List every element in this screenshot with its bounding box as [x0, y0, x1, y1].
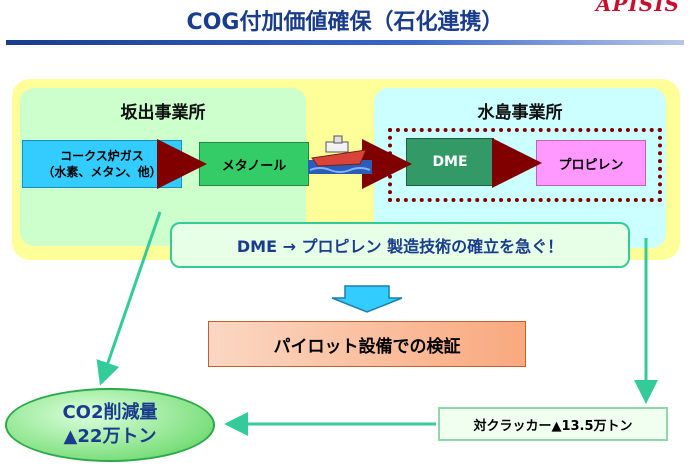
pilot-text: パイロット設備での検証: [273, 336, 461, 357]
arrow-sakaide-to-co2: [96, 211, 162, 386]
dme-box: DME: [406, 138, 494, 186]
propylene-label: プロピレン: [558, 157, 624, 173]
sakaide-site-label: 坂出事業所: [120, 103, 206, 123]
methanol-label: メタノール: [221, 158, 287, 174]
co2-reduction-ellipse: CO2削減量 ▲22万トン: [5, 388, 215, 462]
company-logo: APISIS: [595, 0, 680, 16]
page-title: COG付加価値確保（石化連携）: [186, 10, 504, 35]
cracker-comparison-box: 対クラッカー▲13.5万トン: [438, 407, 668, 441]
dme-label: DME: [432, 154, 468, 170]
ship-icon: [308, 135, 372, 174]
pilot-verification-box: パイロット設備での検証: [208, 321, 526, 367]
co2-subscript: 2: [90, 402, 104, 423]
cracker-comparison-text: 対クラッカー▲13.5万トン: [473, 418, 633, 434]
coke-oven-gas-box: コークス炉ガス （水素、メタン、他）: [22, 140, 182, 188]
propylene-box: プロピレン: [536, 140, 646, 186]
coke-oven-gas-label: コークス炉ガス: [60, 149, 144, 163]
goal-text: DME → プロピレン 製造技術の確立を急ぐ！: [236, 237, 564, 256]
title-underline: [6, 40, 684, 45]
co2-reduction-label: CO2削減量: [62, 402, 158, 423]
goal-banner: DME → プロピレン 製造技術の確立を急ぐ！: [170, 222, 630, 268]
down-block-arrow: [331, 285, 403, 313]
mizushima-site-label: 水島事業所: [477, 103, 563, 123]
coke-oven-gas-components: （水素、メタン、他）: [42, 165, 162, 179]
co2-reduction-value: ▲22万トン: [63, 426, 157, 447]
